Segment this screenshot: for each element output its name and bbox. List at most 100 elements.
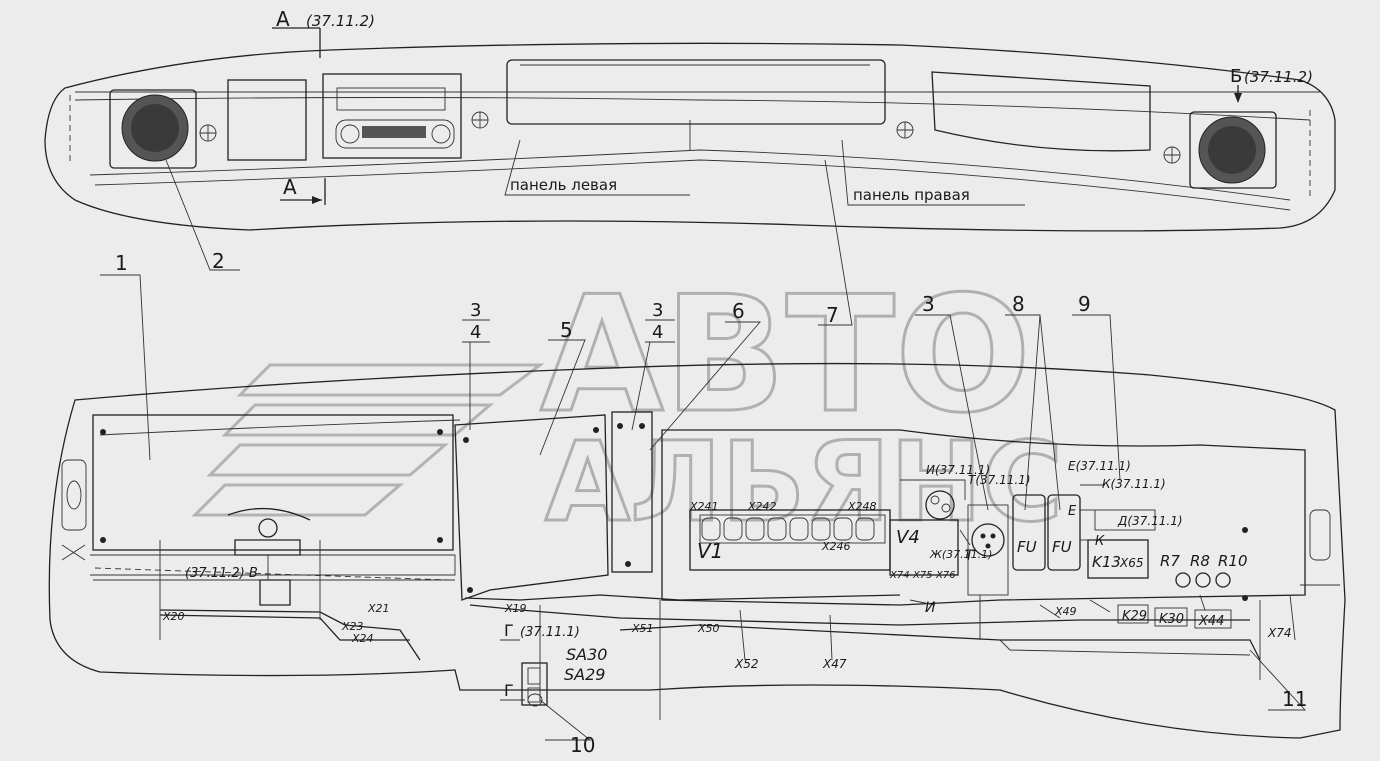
ref-k-label: К xyxy=(1095,534,1105,549)
label-x242: X242 xyxy=(747,500,777,513)
section-a-top: А xyxy=(276,7,290,31)
callout-4-left: 4 xyxy=(470,322,481,343)
watermark-stripes xyxy=(191,363,545,517)
ref-k: К(37.11.1) xyxy=(1102,477,1166,491)
ref-i: И(37.11.1) xyxy=(926,463,990,477)
section-a-top-ref: (37.11.2) xyxy=(306,12,375,30)
label-x76: X76 xyxy=(935,570,956,581)
label-sa29: SA29 xyxy=(564,665,605,684)
center-pocket xyxy=(506,59,886,125)
wiring-harness xyxy=(159,479,1296,720)
section-a-bottom: А xyxy=(283,175,297,199)
top-view: А (37.11.2) А Б (37.11.2) панель левая п… xyxy=(44,7,1336,232)
ref-g-top: Г xyxy=(504,621,514,640)
ref-g-top-ref: (37.11.1) xyxy=(520,625,580,640)
callout-6: 6 xyxy=(732,299,745,323)
label-fu-1: FU xyxy=(1017,538,1037,556)
ref-b: (37.11.2) B xyxy=(185,566,258,581)
ref-zh: Ж(37.11.1) xyxy=(929,548,992,561)
callout-1: 1 xyxy=(115,251,128,275)
label-x246: X246 xyxy=(821,540,851,553)
right-recess xyxy=(931,71,1151,152)
label-x47: X47 xyxy=(822,657,847,671)
glovebox-latch xyxy=(227,507,311,606)
label-fu-2: FU xyxy=(1052,538,1072,556)
label-x65: X65 xyxy=(1119,556,1144,570)
label-x51: X51 xyxy=(631,622,654,635)
callout-7: 7 xyxy=(826,303,839,327)
label-x50: X50 xyxy=(697,622,720,635)
fuse-block-2 xyxy=(1047,494,1081,571)
label-v4: V4 xyxy=(896,527,920,548)
module-v4 xyxy=(889,519,959,576)
ref-g-bottom: Г xyxy=(504,681,514,700)
ref-d: Д(37.11.1) xyxy=(1117,514,1183,528)
glovebox xyxy=(92,414,454,551)
label-x74: X74 xyxy=(1267,626,1292,640)
watermark-line1: АВТО xyxy=(540,261,1031,448)
callout-3-left: 3 xyxy=(470,300,481,321)
callout-11: 11 xyxy=(1282,687,1307,711)
bottom-outline xyxy=(48,362,1346,739)
relay-k30 xyxy=(1154,607,1188,627)
label-x49: X49 xyxy=(1054,605,1077,618)
label-x52: X52 xyxy=(734,657,759,671)
label-v1: V1 xyxy=(697,539,723,563)
callout-5: 5 xyxy=(560,318,573,342)
electrical-panel xyxy=(661,429,1306,606)
callout-9: 9 xyxy=(1078,292,1091,316)
radio-unit xyxy=(322,73,462,159)
label-x44: X44 xyxy=(1198,614,1224,629)
socket-bracket xyxy=(967,504,1009,596)
label-r7: R7 xyxy=(1160,552,1180,570)
callout-3-right: 3 xyxy=(922,292,935,316)
round-socket xyxy=(925,490,955,520)
panel-5 xyxy=(454,414,609,601)
callout-3-mid: 3 xyxy=(652,300,663,321)
switch-block xyxy=(521,662,548,706)
ref-t-label: Т xyxy=(965,548,975,564)
callout-2: 2 xyxy=(212,249,225,273)
resistor-r10 xyxy=(1215,572,1231,588)
panel-right-label: панель правая xyxy=(853,186,970,204)
relay-k29 xyxy=(1117,604,1149,624)
label-x248: X248 xyxy=(847,500,877,513)
top-outline xyxy=(44,42,1336,232)
label-x20: X20 xyxy=(162,610,185,623)
label-r8: R8 xyxy=(1190,552,1210,570)
callout-8: 8 xyxy=(1012,292,1025,316)
label-r10: R10 xyxy=(1218,552,1248,570)
label-x24: X24 xyxy=(351,632,374,645)
callout-4-mid: 4 xyxy=(652,322,663,343)
panel-6 xyxy=(611,411,653,573)
fuse-block-1 xyxy=(1012,494,1046,571)
label-x74-v4: X74 xyxy=(889,570,910,581)
label-x75: X75 xyxy=(912,570,933,581)
panel-left-label: панель левая xyxy=(510,176,617,194)
watermark-logo: АВТО АЛЬЯНС xyxy=(191,260,1064,548)
ref-e: Е(37.11.1) xyxy=(1068,459,1131,473)
ref-i-label: И xyxy=(925,600,936,616)
label-k13: K13 xyxy=(1092,553,1121,571)
diagnostic-socket xyxy=(971,523,1005,557)
callout-10: 10 xyxy=(570,733,595,757)
resistor-r8 xyxy=(1195,572,1211,588)
label-x23: X23 xyxy=(341,620,364,633)
connector-x44 xyxy=(1194,609,1232,629)
callout-leaders: 2 1 3 4 5 3 4 6 7 3 8 9 10 11 xyxy=(100,159,1307,757)
relay-k13 xyxy=(1087,539,1149,579)
relay-holder xyxy=(1094,509,1156,531)
right-speaker xyxy=(1189,111,1277,189)
display-opening xyxy=(227,79,307,161)
ref-e-label: Е xyxy=(1068,504,1077,519)
label-sa30: SA30 xyxy=(566,645,607,664)
label-x241: X241 xyxy=(689,500,719,513)
section-b: Б xyxy=(1230,66,1242,87)
resistor-r7 xyxy=(1175,572,1191,588)
left-speaker xyxy=(109,89,197,169)
label-k29: K29 xyxy=(1122,609,1147,624)
label-x21: X21 xyxy=(367,602,390,615)
ref-t: Т(37.11.1) xyxy=(968,473,1031,487)
bottom-view: V1 V4 X74 X75 X76 FU FU K13 X65 R7 R8 R1… xyxy=(48,362,1346,739)
